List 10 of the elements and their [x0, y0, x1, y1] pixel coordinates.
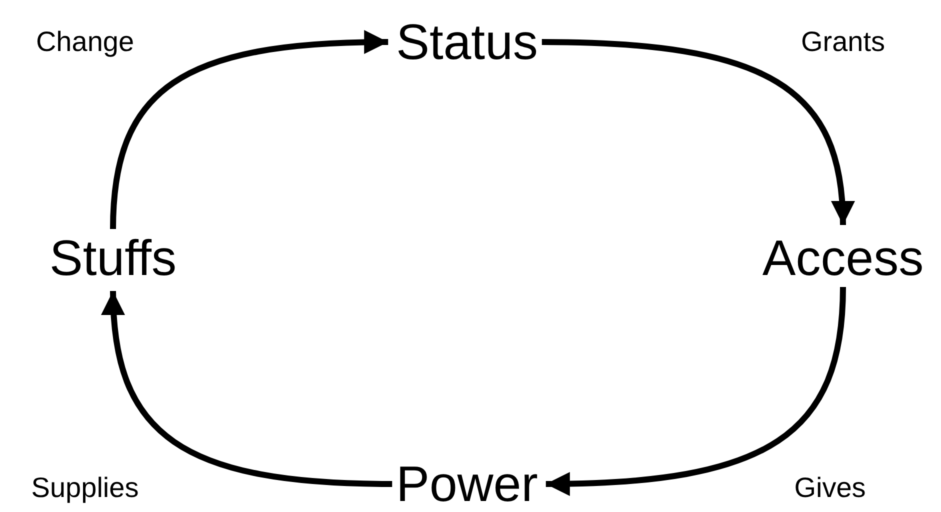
curved-arrow: [102, 290, 392, 487]
edge-label: Supplies: [31, 474, 139, 502]
node-label: Stuffs: [50, 233, 176, 283]
curved-arrow: [542, 39, 854, 226]
curved-arrow: [110, 30, 388, 230]
curved-arrow: [546, 286, 846, 496]
node-label: Access: [762, 233, 924, 283]
edge-label: Change: [36, 28, 134, 56]
node-label: Status: [396, 17, 538, 67]
node-label: Power: [396, 459, 538, 509]
